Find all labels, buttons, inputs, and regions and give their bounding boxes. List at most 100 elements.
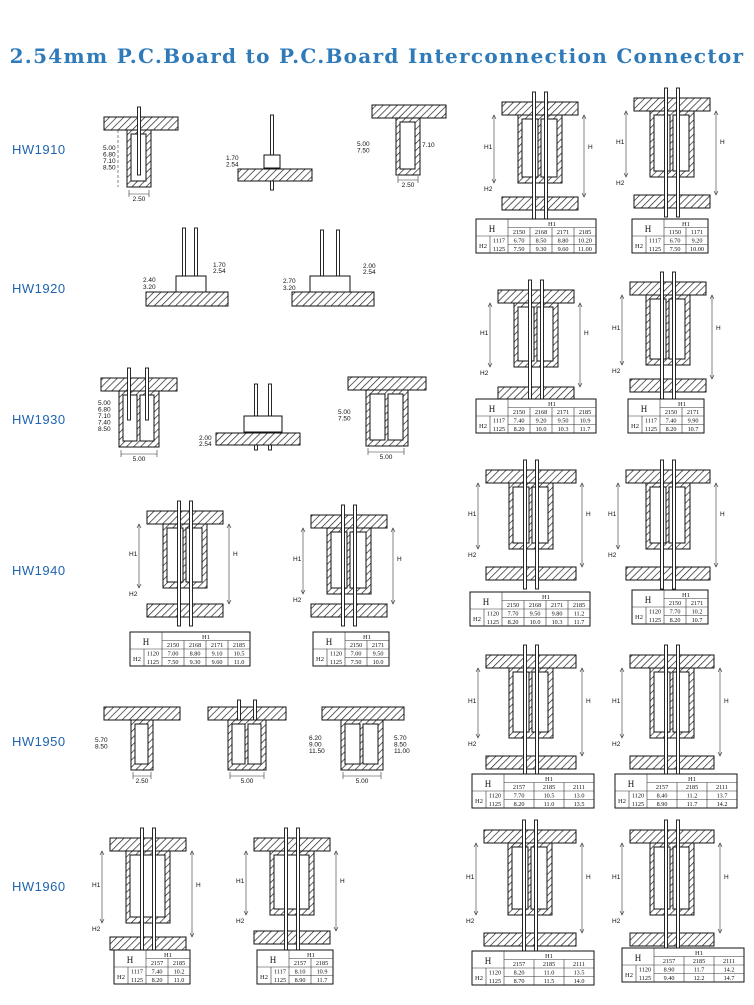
dimension-label: 1.70 xyxy=(213,262,226,269)
dimension-label: 7.70 xyxy=(508,611,519,618)
series-label-hw1930: HW1930 xyxy=(12,412,66,427)
dimension-label: H2 xyxy=(616,180,625,187)
dimension-label: 1125 xyxy=(649,617,661,624)
dimension-label: 10.5 xyxy=(234,651,245,658)
dimension-label: 2111 xyxy=(723,958,735,965)
dimension-label: H2 xyxy=(316,656,324,663)
dimension-label: 12.2 xyxy=(694,975,705,982)
dimension-label: 10.5 xyxy=(544,793,555,800)
dimension-label: 2.70 xyxy=(283,278,296,285)
dimension-label: H1 xyxy=(236,878,245,885)
dimension-label: 11.50 xyxy=(309,748,325,755)
dimension-label: 2111 xyxy=(573,784,585,791)
dimension-label: 1120 xyxy=(147,651,159,658)
dimension-label: H2 xyxy=(480,370,489,377)
dimension-label: H1 xyxy=(548,221,556,228)
dimension-label: 13.5 xyxy=(574,801,585,808)
dimension-label: H xyxy=(584,330,589,337)
dimension-label: 1117 xyxy=(649,238,661,245)
dimension-label: H1 xyxy=(480,330,489,337)
dimension-label: 2171 xyxy=(691,600,703,607)
dimension-label: 6.80 xyxy=(98,407,111,414)
dimension-label: 1120 xyxy=(632,793,644,800)
dimension-label: 7.10 xyxy=(103,158,116,165)
dimension-label: H2 xyxy=(293,597,302,604)
dimension-label: H2 xyxy=(236,918,245,925)
dimension-label: 10.9 xyxy=(317,969,328,976)
dimension-label: 2150 xyxy=(507,602,519,609)
dimension-label: 1120 xyxy=(330,651,342,658)
dimension-label: H xyxy=(340,878,345,885)
dimension-label: 2171 xyxy=(557,409,569,416)
dimension-label: 10.7 xyxy=(692,617,703,624)
dimension-label: 8.50 xyxy=(394,742,407,749)
dimension-label: H xyxy=(127,955,134,965)
dimension-label: H xyxy=(489,404,496,414)
dimension-label: H xyxy=(489,224,496,234)
dimension-label: H1 xyxy=(682,221,690,228)
dimension-label: 2111 xyxy=(716,784,728,791)
dimension-label: H xyxy=(628,779,635,789)
dimension-label: H1 xyxy=(545,776,553,783)
dimension-label: 10.0 xyxy=(536,426,547,433)
dimension-label: 2168 xyxy=(529,602,541,609)
dimension-label: 2185 xyxy=(573,602,585,609)
dimension-label: 1125 xyxy=(489,978,501,985)
dimension-label: 1.70 xyxy=(226,155,239,162)
dimension-label: 2185 xyxy=(543,961,555,968)
dimension-label: 11.00 xyxy=(394,748,410,755)
dimension-label: 9.00 xyxy=(309,742,322,749)
dimension-label: 8.20 xyxy=(514,970,525,977)
dimension-label: 1125 xyxy=(131,977,143,984)
dimension-label: H2 xyxy=(468,552,477,559)
series-label-hw1920: HW1920 xyxy=(12,281,66,296)
dimension-label: H xyxy=(586,698,591,705)
dimension-label: 7.50 xyxy=(670,246,681,253)
dimension-label: 9.90 xyxy=(688,418,699,425)
series-label-hw1960: HW1960 xyxy=(12,879,66,894)
dimension-label: 2185 xyxy=(233,642,245,649)
dimension-label: H1 xyxy=(293,556,302,563)
dimension-label: 2171 xyxy=(551,602,563,609)
dimension-label: H1 xyxy=(682,592,690,599)
dimension-label: 14.2 xyxy=(717,801,728,808)
dimension-label: 1120 xyxy=(649,609,661,616)
dimension-label: 10.9 xyxy=(580,418,591,425)
dimension-label: 8.80 xyxy=(558,238,569,245)
dimension-label: 7.10 xyxy=(98,413,111,420)
dimension-label: 2.00 xyxy=(363,263,376,270)
dimension-label: 1125 xyxy=(487,619,499,626)
dimension-label: H2 xyxy=(475,798,483,805)
right-stack-b1-drawing: H1 H H2 xyxy=(480,279,589,410)
dimension-label: H xyxy=(720,511,725,518)
dimension-label: 11.00 xyxy=(578,246,592,253)
dimension-label: 9.20 xyxy=(692,238,703,245)
dimension-label: H2 xyxy=(92,926,101,933)
dimension-label: 2171 xyxy=(687,409,699,416)
dimension-label: 8.50 xyxy=(536,238,547,245)
dimension-label: 8.20 xyxy=(514,801,525,808)
dimension-label: H2 xyxy=(612,918,621,925)
dimension-label: 5.00 xyxy=(241,778,254,785)
dimension-label: 1117 xyxy=(493,418,505,425)
dimension-label: H1 xyxy=(164,952,172,959)
dimension-label: 14.2 xyxy=(724,967,735,974)
dimension-label: 9.50 xyxy=(373,651,384,658)
dimension-label: H2 xyxy=(473,616,481,623)
dimension-label: 2171 xyxy=(211,642,223,649)
dimension-label: 8.50 xyxy=(95,744,108,751)
dimension-label: H xyxy=(326,637,333,647)
series-label-hw1950: HW1950 xyxy=(12,734,66,749)
dimension-label: 2185 xyxy=(316,960,328,967)
